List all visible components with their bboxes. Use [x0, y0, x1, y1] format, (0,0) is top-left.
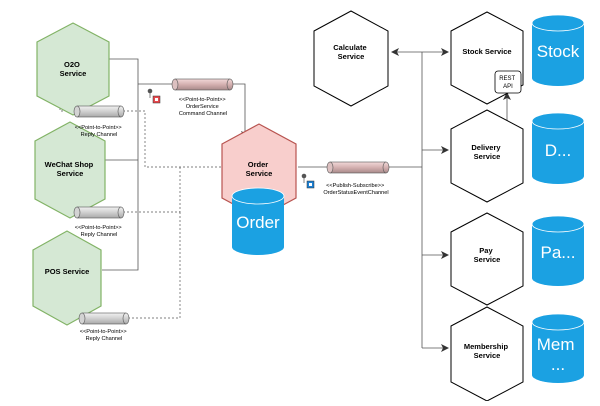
order-command-channel-label: <<Point-to-Point>> OrderService Command …	[179, 97, 228, 117]
left-connectors	[102, 58, 249, 271]
delivery-service[interactable]: Delivery Service	[450, 109, 524, 203]
order-command-channel: <<Point-to-Point>> OrderService Command …	[171, 78, 234, 117]
delivery-service-label: Delivery Service	[471, 143, 502, 161]
command-channel-icon	[147, 88, 161, 104]
membership-service-label: Membership Service	[464, 342, 510, 360]
order-status-event-channel-label: <<Publish-Subscribe>> OrderStatusEventCh…	[323, 183, 388, 196]
delivery-database-label: D...	[545, 141, 571, 160]
order-database: Order	[231, 187, 285, 255]
calculate-service-label: Calculate Service	[333, 43, 368, 61]
membership-service[interactable]: Membership Service	[450, 306, 524, 402]
pay-service-label: Pay Service	[474, 246, 501, 264]
pay-database: Pa...	[531, 215, 585, 286]
pay-database-label: Pa...	[541, 243, 576, 262]
o2o-service[interactable]: O2O Service	[36, 22, 110, 116]
reply-channel-2: <<Point-to-Point>> Reply Channel	[73, 206, 125, 238]
order-database-label: Order	[236, 213, 280, 232]
reply-channel-3-label: <<Point-to-Point>> Reply Channel	[80, 329, 129, 342]
pos-service[interactable]: POS Service	[32, 230, 102, 326]
wechat-shop-service[interactable]: WeChat Shop Service	[34, 121, 106, 219]
stock-service-label: Stock Service	[462, 47, 511, 56]
rest-api-label: REST API	[499, 76, 517, 90]
stock-database: Stock	[531, 14, 585, 86]
pay-service[interactable]: Pay Service	[450, 212, 524, 306]
pos-service-label: POS Service	[45, 267, 90, 276]
order-service-label: Order Service	[246, 160, 273, 178]
calculate-service[interactable]: Calculate Service	[313, 10, 389, 107]
rest-api-box: REST API	[494, 70, 522, 94]
wechat-shop-service-label: WeChat Shop Service	[45, 160, 96, 178]
reply-channel-3: <<Point-to-Point>> Reply Channel	[78, 312, 130, 342]
delivery-database: D...	[531, 112, 585, 184]
right-connectors	[298, 48, 511, 352]
reply-channel-1-label: <<Point-to-Point>> Reply Channel	[75, 125, 124, 138]
reply-channel-1: <<Point-to-Point>> Reply Channel	[73, 105, 125, 138]
stock-database-label: Stock	[537, 42, 580, 61]
reply-channel-2-label: <<Point-to-Point>> Reply Channel	[75, 225, 124, 238]
o2o-service-label: O2O Service	[60, 60, 87, 78]
membership-database: Mem ...	[531, 313, 585, 383]
membership-database-label: Mem ...	[537, 335, 580, 374]
event-channel-icon	[301, 173, 315, 189]
order-status-event-channel: <<Publish-Subscribe>> OrderStatusEventCh…	[323, 161, 390, 196]
